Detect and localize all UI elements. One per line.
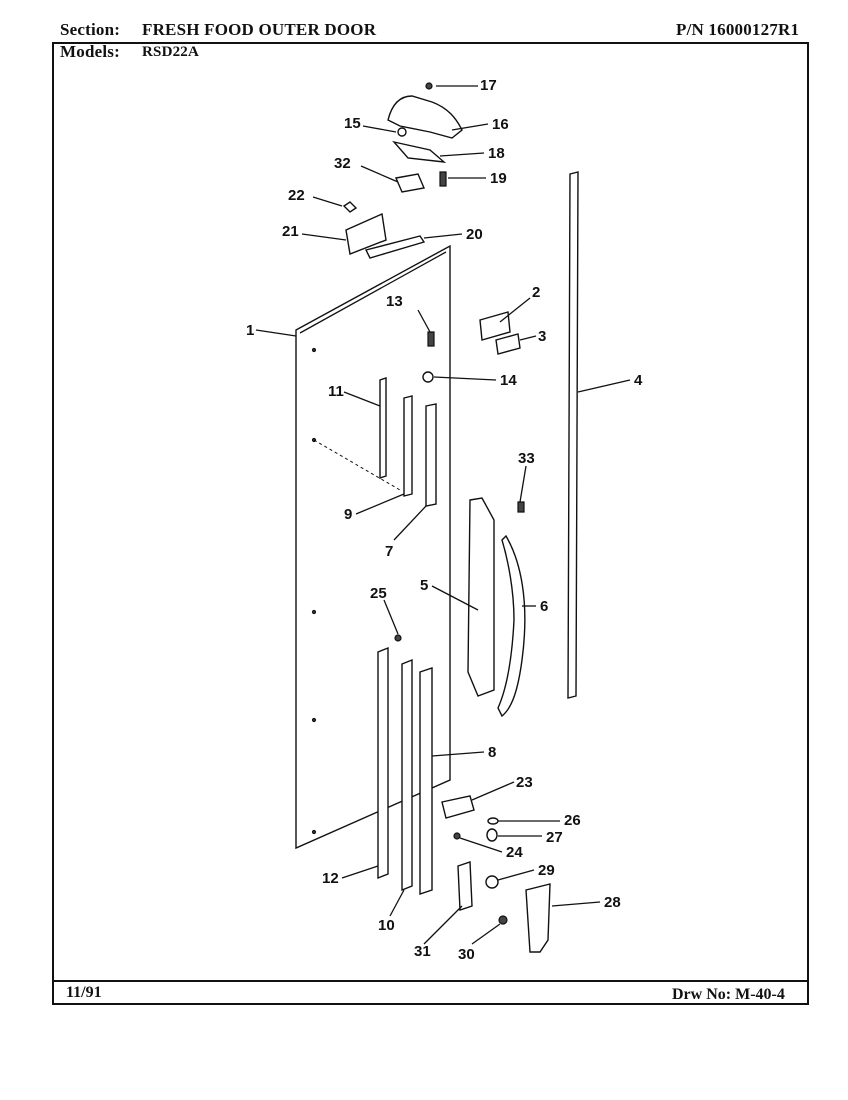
footer-divider (52, 980, 809, 982)
callout-26: 26 (564, 812, 581, 829)
callout-5: 5 (420, 577, 428, 594)
callout-22: 22 (288, 187, 305, 204)
callout-7: 7 (385, 543, 393, 560)
callout-13: 13 (386, 293, 403, 310)
screw-17 (425, 82, 433, 90)
drawing-number: Drw No: M-40-4 (672, 986, 785, 1003)
hinge-plate-18 (392, 140, 447, 163)
callout-15: 15 (344, 115, 361, 132)
callout-21: 21 (282, 223, 299, 240)
part-2 (479, 311, 511, 341)
section-title: FRESH FOOD OUTER DOOR (142, 20, 377, 39)
handle-bracket (467, 497, 495, 697)
callout-1: 1 (246, 322, 254, 339)
part-29 (485, 875, 499, 889)
callout-19: 19 (490, 170, 507, 187)
washer-26 (487, 817, 499, 825)
part-3 (495, 333, 521, 355)
channel-9 (403, 395, 413, 497)
callout-18: 18 (488, 145, 505, 162)
part-14 (422, 371, 434, 383)
callout-28: 28 (604, 894, 621, 911)
callout-9: 9 (344, 506, 352, 523)
callout-24: 24 (506, 844, 523, 861)
channel-10 (401, 658, 413, 892)
screw-33 (517, 501, 525, 513)
callout-11: 11 (328, 383, 344, 400)
screw-24 (453, 832, 461, 840)
bushing-15 (397, 127, 407, 137)
leader-lines (255, 85, 631, 945)
callout-16: 16 (492, 116, 509, 133)
callout-3: 3 (538, 328, 546, 345)
callout-27: 27 (546, 829, 563, 846)
callout-6: 6 (540, 598, 548, 615)
channel-11 (379, 377, 387, 479)
callout-8: 8 (488, 744, 496, 761)
footer-date: 11/91 (66, 984, 102, 1001)
callout-10: 10 (378, 917, 395, 934)
channel-7 (425, 403, 437, 507)
callout-33: 33 (518, 450, 535, 467)
hinge-cover (387, 95, 463, 139)
screw-13 (427, 331, 435, 347)
diagram-frame (52, 42, 809, 1005)
gasket-strip (567, 171, 579, 699)
bushing-27 (486, 828, 498, 842)
screw-30 (498, 915, 508, 925)
handle (497, 534, 526, 718)
shim-32 (395, 173, 425, 193)
channel-12 (377, 646, 389, 880)
callout-12: 12 (322, 870, 339, 887)
callout-4: 4 (634, 372, 643, 389)
callout-17: 17 (480, 77, 497, 94)
hinge-bracket-31 (457, 861, 473, 911)
hinge-21 (345, 212, 387, 255)
callout-29: 29 (538, 862, 555, 879)
screw-19 (439, 171, 447, 187)
part-25 (394, 634, 402, 642)
part-number: P/N 16000127R1 (676, 20, 800, 39)
callout-2: 2 (532, 284, 540, 301)
hinge-23 (441, 795, 475, 819)
callout-31: 31 (414, 943, 431, 960)
hinge-cover-28 (525, 883, 551, 953)
channel-8 (419, 667, 433, 895)
part-22 (342, 201, 358, 213)
section-label: Section: (60, 20, 121, 39)
models-label: Models: (60, 42, 120, 61)
callout-30: 30 (458, 946, 475, 963)
callout-25: 25 (370, 585, 387, 602)
callout-32: 32 (334, 155, 351, 172)
callout-23: 23 (516, 774, 533, 791)
callout-14: 14 (500, 372, 517, 389)
callout-20: 20 (466, 226, 483, 243)
hinge-bar-20 (364, 235, 426, 259)
models-value: RSD22A (142, 44, 200, 60)
